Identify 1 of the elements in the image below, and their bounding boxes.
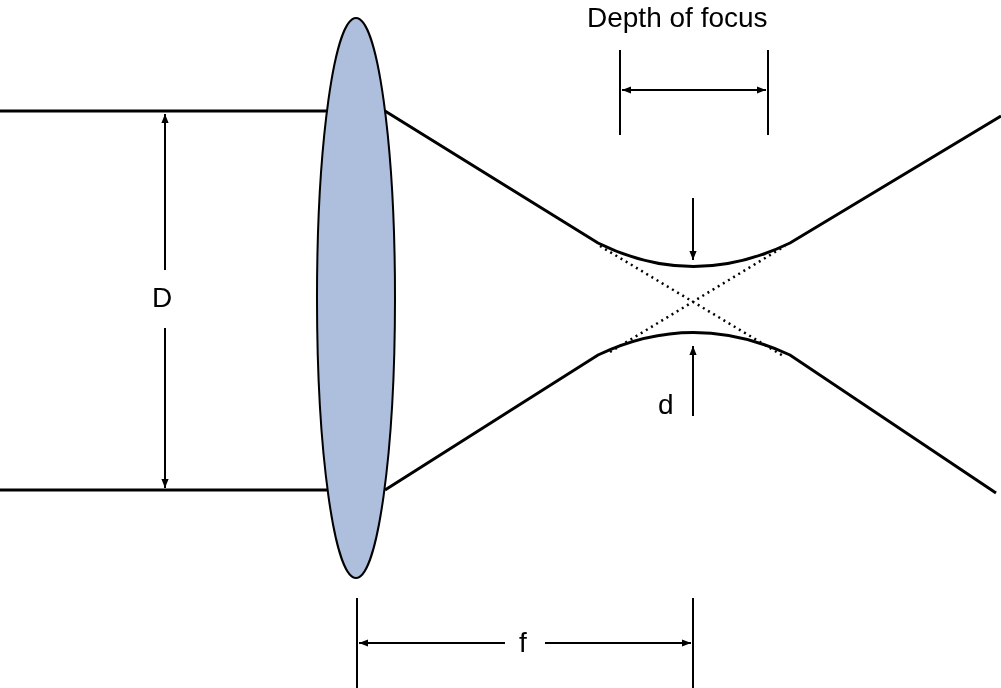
lens — [316, 17, 396, 579]
